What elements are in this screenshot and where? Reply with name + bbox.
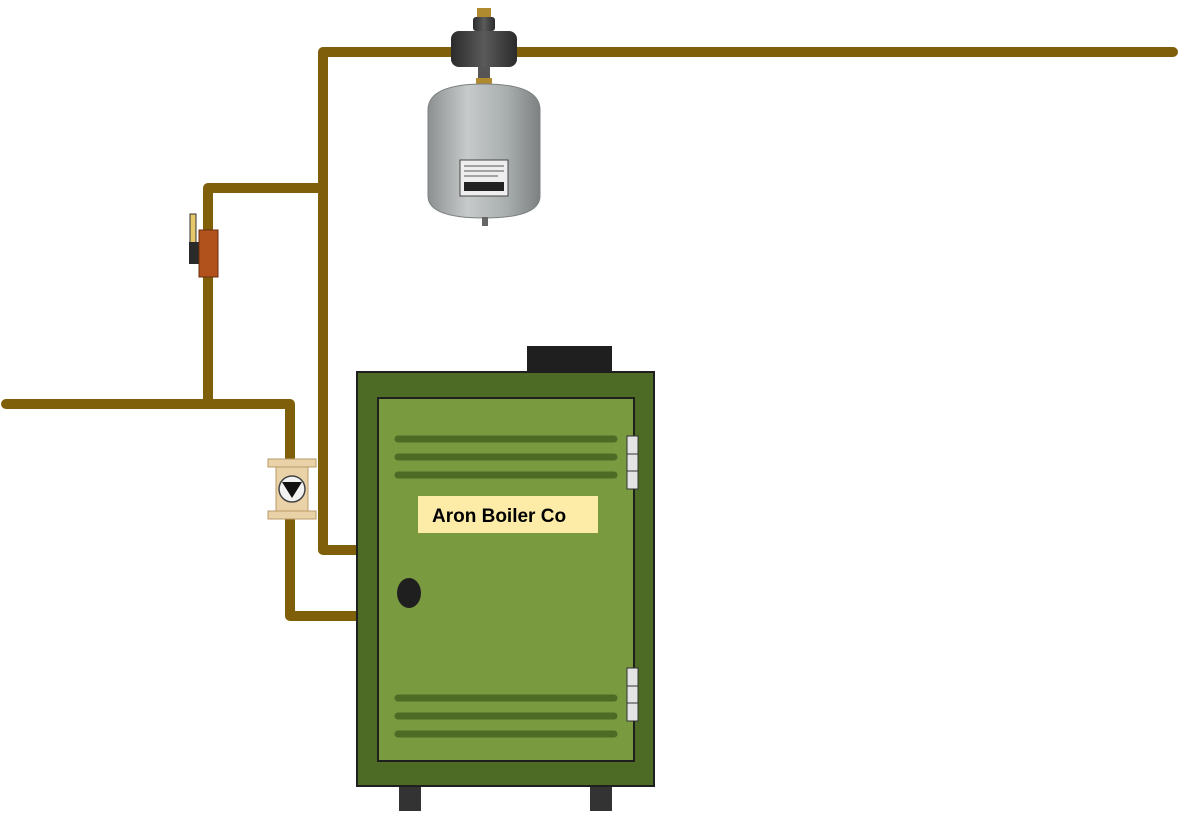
boiler-label: Aron Boiler Co — [432, 506, 566, 527]
air-vent-body — [473, 17, 495, 31]
pump-bottom-flange — [267, 510, 317, 520]
air-vent-cap — [477, 8, 491, 18]
expansion-tank-label-bar — [464, 182, 504, 191]
relief-valve-lever — [189, 213, 197, 245]
boiler-left-foot — [399, 785, 421, 811]
relief-valve-body — [198, 229, 219, 278]
boiler-top-vents — [394, 435, 618, 479]
relief-valve — [189, 213, 219, 278]
boiler-door-knob — [397, 578, 421, 608]
boiler-door — [377, 397, 635, 762]
boiler-label-plate — [418, 496, 598, 533]
supply-main-pipe — [318, 47, 1178, 555]
expansion-tank-body — [427, 83, 541, 219]
circulator-pump — [267, 458, 317, 520]
pump-top-flange — [267, 458, 317, 468]
boiler-right-foot — [590, 785, 612, 811]
expansion-tank — [427, 83, 541, 226]
boiler-top-hinge — [626, 435, 639, 490]
air-separator-outlet — [478, 66, 490, 78]
pump-flow-arrow-icon — [282, 482, 302, 498]
relief-valve-handle — [189, 242, 201, 264]
air-separator — [451, 8, 517, 86]
boiler: Aron Boiler Co — [356, 346, 655, 811]
air-separator-body — [451, 31, 517, 67]
expansion-tank-label-lines — [464, 165, 504, 177]
expansion-tank-drain — [482, 217, 488, 226]
tank-fitting — [476, 78, 492, 86]
boiler-flue-collar — [527, 346, 612, 373]
relief-branch-pipe — [203, 183, 328, 409]
boiler-bottom-hinge — [626, 667, 639, 722]
boiler-bottom-vents — [394, 694, 618, 738]
